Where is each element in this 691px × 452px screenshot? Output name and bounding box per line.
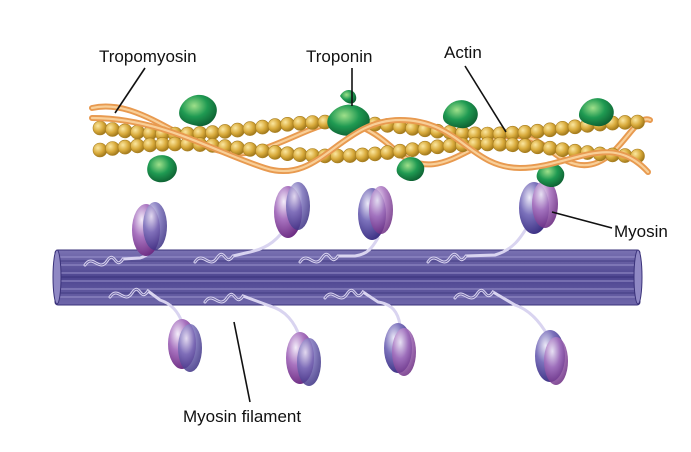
tropomyosin-strand-front	[89, 115, 651, 175]
actin-bead	[217, 124, 233, 139]
leader-line-tropomyosin	[114, 67, 146, 114]
myosin-heads-bottom	[168, 319, 568, 386]
actin-bead	[267, 118, 283, 133]
actin-bead	[92, 120, 108, 136]
leader-line-myosin-filament	[233, 321, 251, 403]
troponin-complex	[147, 94, 217, 183]
actin-bead	[505, 137, 520, 153]
actin-bead	[255, 143, 270, 159]
myosin-head	[274, 182, 310, 238]
actin-bead	[105, 122, 120, 137]
actin-bead	[342, 148, 358, 163]
actin-bead	[355, 147, 370, 163]
label-myosin: Myosin	[614, 222, 668, 241]
actin-bead	[542, 122, 558, 138]
troponin-complex	[396, 100, 478, 182]
actin-bead	[292, 147, 308, 162]
leader-line-myosin	[551, 211, 613, 229]
actin-bead	[417, 140, 433, 156]
myosin-head	[384, 323, 416, 376]
actin-bead	[542, 140, 558, 156]
actin-bead	[292, 116, 308, 131]
actin-bead	[142, 137, 158, 153]
leader-lines	[114, 65, 613, 403]
actin-bead	[530, 123, 545, 139]
actin-bead	[155, 137, 170, 152]
actin-bead	[392, 143, 408, 159]
actin-bead	[367, 146, 383, 162]
actin-bead	[530, 139, 545, 155]
myosin-head	[358, 186, 393, 240]
actin-bead	[130, 124, 145, 140]
actin-bead	[280, 146, 295, 161]
actin-bead	[205, 125, 220, 140]
actin-bead	[130, 138, 145, 154]
actin-bead	[230, 122, 245, 138]
myosin-head	[519, 180, 558, 234]
actin-bead	[630, 114, 645, 130]
actin-bead	[280, 117, 295, 132]
actin-bead	[567, 119, 583, 135]
actin-bead	[105, 141, 120, 156]
actin-bead	[492, 136, 508, 152]
myosin-head	[535, 330, 568, 385]
actin-bead	[430, 139, 445, 155]
actin-bead	[555, 142, 570, 157]
troponin-complex	[536, 98, 614, 188]
actin-bead	[555, 121, 570, 136]
actin-bead	[517, 125, 533, 140]
actin-bead	[267, 145, 283, 160]
myosin-head	[132, 202, 167, 256]
label-actin: Actin	[444, 43, 482, 62]
label-troponin: Troponin	[306, 47, 373, 66]
label-myosin-filament: Myosin filament	[183, 407, 302, 426]
leader-line-actin	[464, 65, 507, 133]
actin-bead	[242, 142, 258, 157]
actin-bead	[92, 142, 108, 158]
actin-bead	[117, 139, 133, 155]
actin-bead	[380, 145, 395, 160]
actin-bead	[242, 121, 258, 136]
myosin-head	[168, 319, 202, 372]
label-tropomyosin: Tropomyosin	[99, 47, 197, 66]
actin-bead	[167, 136, 183, 152]
actin-bead	[117, 123, 133, 139]
actin-bead	[255, 119, 270, 135]
myosin-neck-outlines	[84, 253, 494, 303]
actin-bead	[405, 142, 420, 157]
myosin-heads-top	[132, 180, 558, 256]
actin-bead	[517, 138, 533, 153]
actin-bead	[305, 115, 320, 130]
actin-bead	[617, 115, 633, 130]
myosin-head	[286, 332, 321, 386]
actin-bead	[480, 136, 495, 152]
